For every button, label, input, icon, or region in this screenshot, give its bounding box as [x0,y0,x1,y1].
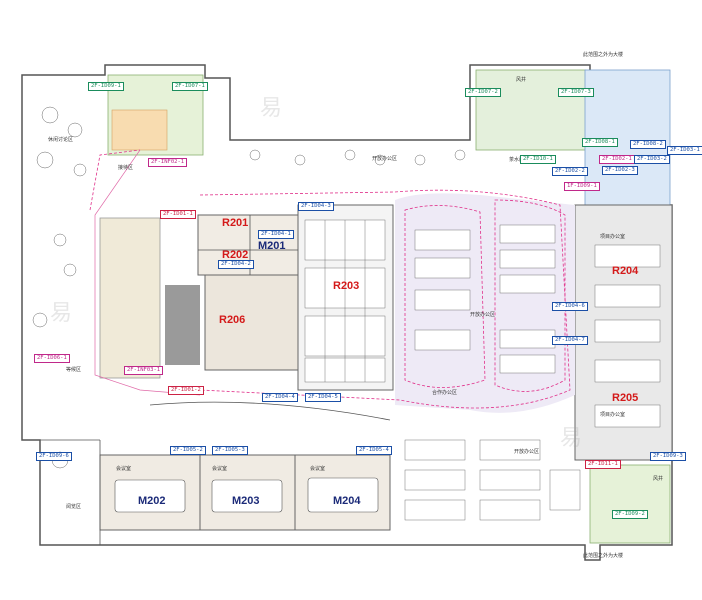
meeting-tables [114,477,379,513]
device-tag: 2F-ID01-1 [160,210,196,219]
device-tag: 2F-ID11-1 [585,460,621,469]
watermark: 易 [50,301,73,326]
device-tag: 2F-ID08-2 [630,140,666,149]
interior-walls [40,215,391,545]
device-tag: 2F-ID04-7 [552,336,588,345]
area-label: 开放办公区 [470,312,496,318]
device-tag: 2F-ID04-2 [218,260,254,269]
area-label: 开放办公区 [372,156,398,162]
device-tag: 2F-ID04-3 [298,202,334,211]
device-tag: 2F-ID09-2 [612,510,648,519]
room-label-r205: R205 [612,392,639,404]
area-label: 接待区 [118,165,134,171]
area-label: 合作办公区 [432,390,458,396]
room-label-r204: R204 [612,265,639,277]
device-tag: 2F-ID07-2 [465,88,501,97]
area-label: 项目办公室 [600,412,626,418]
area-label: 等候区 [66,367,82,373]
device-tag: 2F-ID04-6 [552,302,588,311]
zone-boundaries [89,149,571,409]
area-label: 风井 [516,77,527,83]
device-tag: 1F-ID09-1 [564,182,600,191]
room-label-m201: M201 [258,240,286,252]
device-tag: 2F-ID01-2 [168,386,204,395]
area-label: 会议室 [116,466,132,472]
area-label: 项目办公室 [600,234,626,240]
room-label-m202: M202 [138,495,166,507]
device-tag: 2F-ID07-3 [558,88,594,97]
area-label: 会议室 [310,466,326,472]
room-label-m203: M203 [232,495,260,507]
watermark: 易 [260,96,283,121]
device-tag: 2F-ID02-3 [602,166,638,175]
watermark: 易 [560,426,583,451]
device-tag: 2F-ID05-3 [212,446,248,455]
device-tag: 2F-ID07-1 [172,82,208,91]
room-label-m204: M204 [333,495,361,507]
device-tag: 2F-ID04-5 [305,393,341,402]
device-tag: 2F-ID02-1 [599,155,635,164]
device-tag: 2F-ID03-1 [667,146,702,155]
room-label-r202: R202 [222,249,249,261]
desk-grid-center [304,219,386,383]
area-label: 会议室 [212,466,228,472]
area-label: 茶水间 [509,157,525,163]
device-tag: 2F-ID06-1 [34,354,70,363]
device-tag: 2F-ID08-1 [582,138,618,147]
room-label-r201: R201 [222,217,249,229]
device-tag: 2F-ID10-1 [520,155,556,164]
area-label: 此范围之外为大楼 [583,52,624,58]
room-label-r206: R206 [219,314,246,326]
area-label: 此范围之外为大楼 [583,553,624,559]
device-tag: 2F-ID05-2 [170,446,206,455]
device-tag: 2F-ID09-1 [88,82,124,91]
area-label: 开放办公区 [514,449,540,455]
device-tag: 2F-ID05-4 [356,446,392,455]
stair-zone [99,217,161,379]
core-zone-orange [111,109,168,151]
area-label: 休闲讨论区 [48,137,74,143]
desk-grid-open [404,224,661,521]
device-tag: 2F-INF02-1 [148,158,188,167]
core-zone-bottomright [589,464,671,544]
device-tag: 2F-ID04-4 [262,393,298,402]
device-tag: 2F-ID09-3 [650,452,686,461]
area-label: 风井 [653,476,664,482]
room-label-r203: R203 [333,280,360,292]
circulation-path [94,149,201,396]
dark-stair [165,285,200,365]
device-tag: 2F-ID09-6 [36,452,72,461]
core-zone-topright [475,69,587,151]
device-tag: 2F-ID02-2 [552,167,588,176]
device-tag: 2F-INF03-1 [124,366,164,375]
area-label: 阅览区 [66,504,82,510]
device-tag: 2F-ID03-2 [634,155,670,164]
device-tag: 2F-ID04-1 [258,230,294,239]
